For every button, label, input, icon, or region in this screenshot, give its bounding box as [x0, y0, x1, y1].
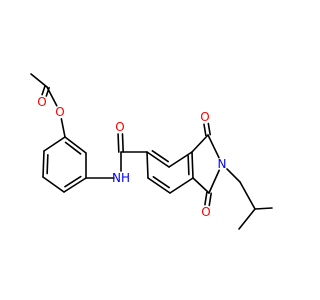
bond-12-b	[117, 133, 120, 153]
atom-label-o2: O	[55, 105, 64, 119]
bond-23-a	[204, 191, 208, 206]
bond-16-inner	[187, 154, 190, 176]
bond-28	[238, 208, 256, 230]
bond-9	[64, 136, 87, 154]
bond-14	[146, 151, 170, 168]
bond-25	[208, 169, 220, 194]
bond-26	[226, 168, 241, 183]
atom-label-o3: O	[115, 120, 124, 134]
bond-16	[191, 151, 194, 179]
bond-5-inner	[46, 153, 49, 175]
bond-5	[42, 150, 45, 178]
bond-24	[207, 134, 220, 159]
bond-18	[147, 177, 171, 194]
bond-22-b	[203, 123, 207, 137]
bond-19	[146, 151, 149, 179]
bond-15	[168, 151, 193, 168]
bond-0	[30, 73, 48, 88]
bond-3	[60, 118, 66, 138]
bond-7-inner	[64, 175, 82, 188]
bond-6	[42, 176, 65, 193]
bond-21	[192, 177, 210, 194]
bond-1-a	[41, 85, 46, 96]
atom-label-n1: NH	[112, 171, 130, 185]
bond-27	[239, 181, 256, 210]
bond-20	[191, 134, 209, 153]
bonds	[30, 73, 273, 230]
bond-14-inner	[151, 149, 169, 163]
bond-22-a	[207, 122, 211, 136]
bond-29	[254, 207, 273, 210]
bond-4	[43, 136, 66, 152]
atom-label-n2: N	[218, 157, 227, 171]
bond-17	[169, 177, 194, 194]
atom-label-o4: O	[200, 110, 209, 124]
bond-7	[63, 177, 87, 193]
bond-18-inner	[152, 175, 170, 189]
atom-label-o1: O	[37, 95, 46, 109]
bond-9-inner	[64, 141, 82, 155]
atom-label-o5: O	[201, 205, 210, 219]
bond-2	[46, 86, 58, 107]
bond-12-a	[121, 133, 124, 153]
bond-23-b	[208, 192, 212, 207]
